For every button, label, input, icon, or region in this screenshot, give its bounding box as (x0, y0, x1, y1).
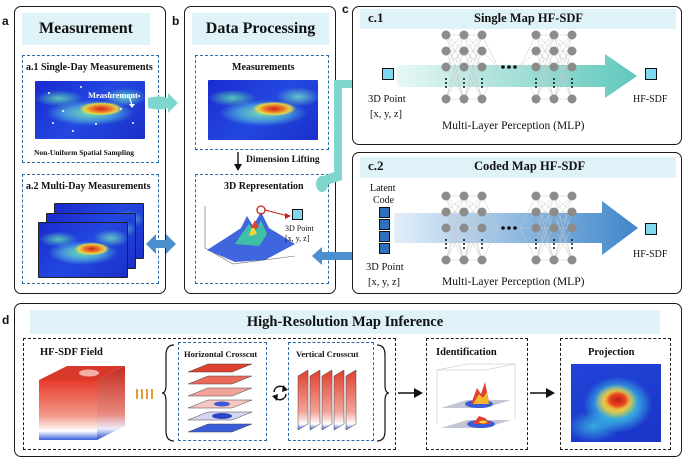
c2-latent-label-2: Code (373, 195, 395, 206)
panel-a-title: Measurement (22, 13, 150, 45)
field-box (23, 338, 396, 450)
panel-c1-title: Single Map HF-SDF (474, 11, 584, 25)
identification-plot (436, 363, 516, 428)
representation-point-square (292, 209, 303, 220)
arrow-a1-to-b (148, 93, 178, 113)
panel-c2-title: Coded Map HF-SDF (474, 159, 586, 173)
c2-mlp-label: Multi-Layer Perception (MLP) (442, 276, 585, 288)
hf-sdf-cube (39, 366, 125, 440)
panel-c2-id: c.2 (368, 158, 384, 173)
dimension-lifting-label: Dimension Lifting (246, 155, 320, 165)
panel-c2-header (360, 157, 676, 178)
vertical-crosscut-label: Vertical Crosscut (296, 349, 359, 359)
arrow-identification-to-projection (530, 388, 555, 398)
field-label: HF-SDF Field (40, 347, 103, 358)
c1-input-square (382, 68, 394, 80)
dashed-arrow-icon (136, 389, 153, 399)
cycle-icon (272, 385, 288, 401)
c1-output-square (645, 68, 657, 80)
single-day-label: a.1 Single-Day Measurements (26, 62, 153, 73)
panel-c1-header (360, 9, 676, 29)
c1-output-label: HF-SDF (633, 94, 668, 105)
arrow-b-to-c2 (312, 247, 368, 265)
multi-day-label: a.2 Multi-Day Measurements (26, 181, 151, 192)
representation-box (195, 174, 329, 284)
c1-mlp-label: Multi-Layer Perception (MLP) (442, 120, 585, 132)
measurement-callout: Measurement (88, 90, 138, 100)
vertical-slices (297, 369, 357, 431)
vertical-crosscut-box (288, 342, 374, 441)
panel-b-title: Data Processing (192, 13, 329, 45)
horizontal-crosscut-label: Horizontal Crosscut (184, 349, 258, 359)
projection-heatmap (571, 364, 661, 442)
point-cloud-plot (204, 205, 296, 265)
panel-a-letter: a (2, 14, 9, 28)
brace-icon (161, 344, 175, 442)
arrow-a2-to-b (146, 234, 176, 254)
single-day-heatmap (35, 81, 145, 139)
sampling-label: Non-Uniform Spatial Sampling (34, 148, 135, 157)
representation-point-label: 3D Point (285, 224, 314, 233)
latent-code-vector (379, 207, 390, 257)
panel-d-title: High-Resolution Map Inference (30, 310, 660, 334)
multi-day-box (22, 174, 159, 284)
c1-point-label: 3D Point (368, 94, 406, 105)
panel-b-letter: b (172, 14, 180, 28)
dimension-lifting-arrow (234, 152, 242, 171)
c2-point-coords: [x, y, z] (368, 277, 400, 288)
c2-latent-label-1: Latent (370, 183, 396, 194)
measurements-label: Measurements (232, 62, 295, 73)
c2-point-label: 3D Point (366, 262, 404, 273)
projection-label: Projection (588, 347, 635, 358)
identification-label: Identification (436, 347, 497, 358)
c1-mlp-network (441, 30, 577, 104)
c1-point-coords: [x, y, z] (370, 109, 402, 120)
c2-output-label: HF-SDF (633, 249, 668, 260)
representation-label: 3D Representation (224, 181, 304, 192)
representation-point-coords: [x, y, z] (285, 234, 310, 243)
horizontal-crosscut-box (178, 342, 267, 441)
brace-right-icon (376, 344, 390, 442)
identification-box (426, 338, 528, 450)
panel-c1-id: c.1 (368, 10, 384, 25)
panel-c-letter: c (342, 2, 349, 16)
measurements-heatmap (208, 80, 318, 140)
panel-d-letter: d (2, 313, 10, 327)
measurement-arrow-icon (128, 95, 135, 108)
projection-box (560, 338, 671, 450)
arrow-field-to-identification (398, 388, 423, 398)
multi-day-heatmap-1 (38, 222, 128, 278)
horizontal-slices (187, 363, 253, 433)
c2-output-square (645, 223, 657, 235)
c2-mlp-network (441, 191, 577, 265)
measurements-box (195, 55, 329, 150)
